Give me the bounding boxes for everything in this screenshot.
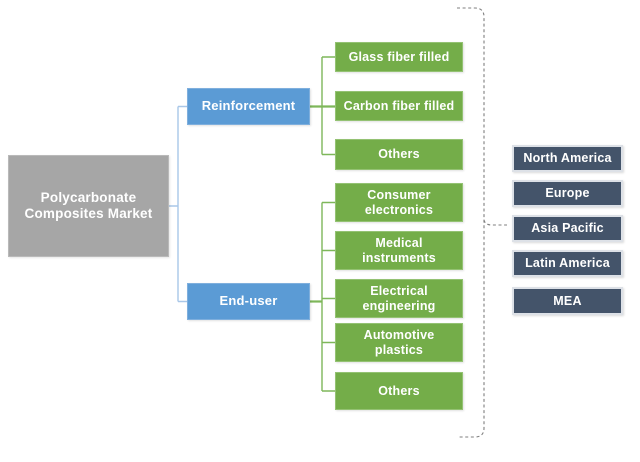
leaf-node-carbon-fiber-filled: Carbon fiber filled xyxy=(335,91,463,121)
root-node-polycarbonate-composites-market: Polycarbonate Composites Market xyxy=(8,155,169,257)
leaf-node-end-user-others: Others xyxy=(335,372,463,410)
leaf-node-electrical-engineering: Electrical engineering xyxy=(335,279,463,318)
region-node-mea: MEA xyxy=(512,287,623,315)
leaf-node-reinforcement-others: Others xyxy=(335,139,463,170)
regions-brace xyxy=(457,7,507,438)
leaf-node-medical-instruments: Medical instruments xyxy=(335,231,463,270)
reinforcement-children-connector xyxy=(310,56,335,156)
region-node-europe: Europe xyxy=(512,180,623,207)
region-node-latin-america: Latin America xyxy=(512,250,623,277)
branch-node-end-user: End-user xyxy=(187,283,310,320)
enduser-children-connector xyxy=(310,201,335,392)
leaf-node-glass-fiber-filled: Glass fiber filled xyxy=(335,42,463,72)
region-node-north-america: North America xyxy=(512,145,623,172)
leaf-node-automotive-plastics: Automotive plastics xyxy=(335,323,463,362)
leaf-node-consumer-electronics: Consumer electronics xyxy=(335,183,463,222)
branch-node-reinforcement: Reinforcement xyxy=(187,88,310,125)
region-node-asia-pacific: Asia Pacific xyxy=(512,215,623,242)
root-branch-connector xyxy=(168,105,187,303)
